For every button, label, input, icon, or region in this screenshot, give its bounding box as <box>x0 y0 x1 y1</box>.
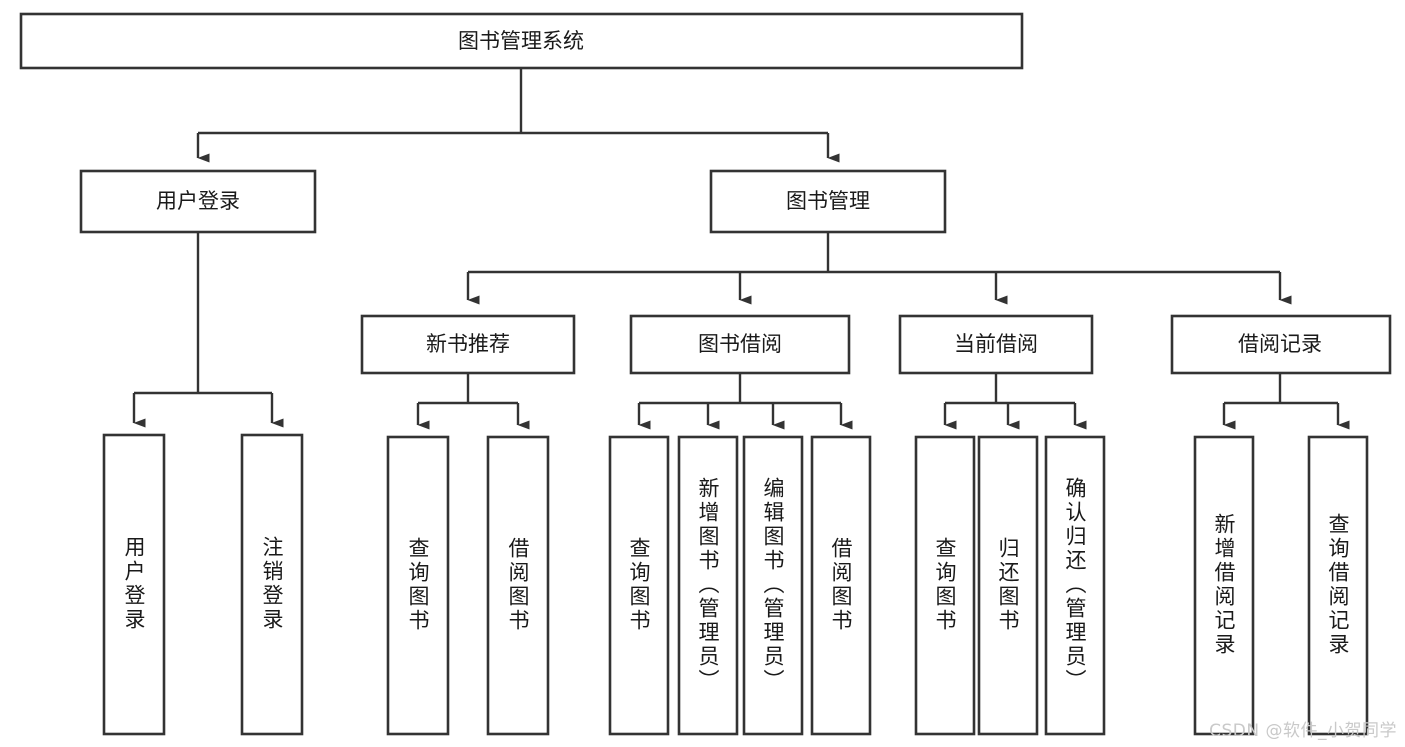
node-borrow-record-box[interactable] <box>1170 314 1392 375</box>
node-user-login-box[interactable] <box>79 169 317 234</box>
node-leaf-add-book-label: 新增图书（管理员） <box>696 477 720 693</box>
node-leaf-add-book[interactable]: 新增图书（管理员） <box>677 435 739 736</box>
node-leaf-user-login-box[interactable] <box>102 433 166 736</box>
node-leaf-query-book-2-box[interactable] <box>608 435 670 736</box>
node-current-borrow[interactable]: 当前借阅 <box>898 314 1094 375</box>
node-leaf-confirm-return-label: 确认归还（管理员） <box>1063 477 1087 693</box>
node-leaf-borrow-book-2-label: 借阅图书 <box>829 537 853 633</box>
node-leaf-query-book-1[interactable]: 查询图书 <box>386 435 450 736</box>
csdn-watermark: CSDN @软件_小贺同学 <box>1209 721 1397 741</box>
node-leaf-logout-login[interactable]: 注销登录 <box>240 433 304 736</box>
node-book-manage-box[interactable] <box>709 169 947 234</box>
node-leaf-query-book-3[interactable]: 查询图书 <box>914 435 976 736</box>
connector-layer <box>132 68 1350 430</box>
node-leaf-edit-book-label: 编辑图书（管理员） <box>761 477 785 693</box>
node-leaf-add-record[interactable]: 新增借阅记录 <box>1193 435 1255 736</box>
node-current-borrow-box[interactable] <box>898 314 1094 375</box>
node-book-borrow[interactable]: 图书借阅 <box>629 314 851 375</box>
node-book-borrow-label: 图书借阅 <box>698 332 782 356</box>
node-leaf-query-record[interactable]: 查询借阅记录 <box>1307 435 1369 736</box>
node-book-borrow-box[interactable] <box>629 314 851 375</box>
node-new-book-recommend[interactable]: 新书推荐 <box>360 314 576 375</box>
node-leaf-borrow-book-2-box[interactable] <box>810 435 872 736</box>
node-leaf-edit-book[interactable]: 编辑图书（管理员） <box>742 435 804 736</box>
node-leaf-confirm-return-box[interactable] <box>1044 435 1106 736</box>
node-leaf-user-login-label: 用户登录 <box>122 536 146 632</box>
node-root-box[interactable] <box>19 12 1024 70</box>
node-leaf-logout-login-label: 注销登录 <box>260 536 284 632</box>
node-leaf-user-login[interactable]: 用户登录 <box>102 433 166 736</box>
node-leaf-borrow-book-2[interactable]: 借阅图书 <box>810 435 872 736</box>
node-leaf-logout-login-box[interactable] <box>240 433 304 736</box>
node-leaf-return-book-box[interactable] <box>977 435 1039 736</box>
node-book-manage[interactable]: 图书管理 <box>709 169 947 234</box>
node-leaf-query-book-3-box[interactable] <box>914 435 976 736</box>
node-user-login-label: 用户登录 <box>156 189 240 213</box>
node-leaf-query-book-3-label: 查询图书 <box>933 537 957 633</box>
node-leaf-query-record-label: 查询借阅记录 <box>1326 513 1350 657</box>
node-leaf-borrow-book-1-label: 借阅图书 <box>506 537 530 633</box>
node-new-book-recommend-box[interactable] <box>360 314 576 375</box>
node-user-login[interactable]: 用户登录 <box>79 169 317 234</box>
node-leaf-edit-book-box[interactable] <box>742 435 804 736</box>
node-root-label: 图书管理系统 <box>458 29 584 53</box>
node-leaf-query-book-2[interactable]: 查询图书 <box>608 435 670 736</box>
node-new-book-recommend-label: 新书推荐 <box>426 332 510 356</box>
node-leaf-borrow-book-1[interactable]: 借阅图书 <box>486 435 550 736</box>
node-root[interactable]: 图书管理系统 <box>19 12 1024 70</box>
node-leaf-query-book-1-box[interactable] <box>386 435 450 736</box>
node-leaf-add-record-box[interactable] <box>1193 435 1255 736</box>
node-leaf-add-record-label: 新增借阅记录 <box>1212 513 1236 657</box>
node-leaf-return-book-label: 归还图书 <box>996 537 1020 633</box>
node-leaf-confirm-return[interactable]: 确认归还（管理员） <box>1044 435 1106 736</box>
node-leaf-borrow-book-1-box[interactable] <box>486 435 550 736</box>
node-borrow-record-label: 借阅记录 <box>1238 332 1322 356</box>
node-leaf-query-record-box[interactable] <box>1307 435 1369 736</box>
node-book-manage-label: 图书管理 <box>786 189 870 213</box>
node-borrow-record[interactable]: 借阅记录 <box>1170 314 1392 375</box>
node-leaf-query-book-1-label: 查询图书 <box>406 537 430 633</box>
node-current-borrow-label: 当前借阅 <box>954 332 1038 356</box>
node-leaf-add-book-box[interactable] <box>677 435 739 736</box>
node-leaf-return-book[interactable]: 归还图书 <box>977 435 1039 736</box>
node-leaf-query-book-2-label: 查询图书 <box>627 537 651 633</box>
